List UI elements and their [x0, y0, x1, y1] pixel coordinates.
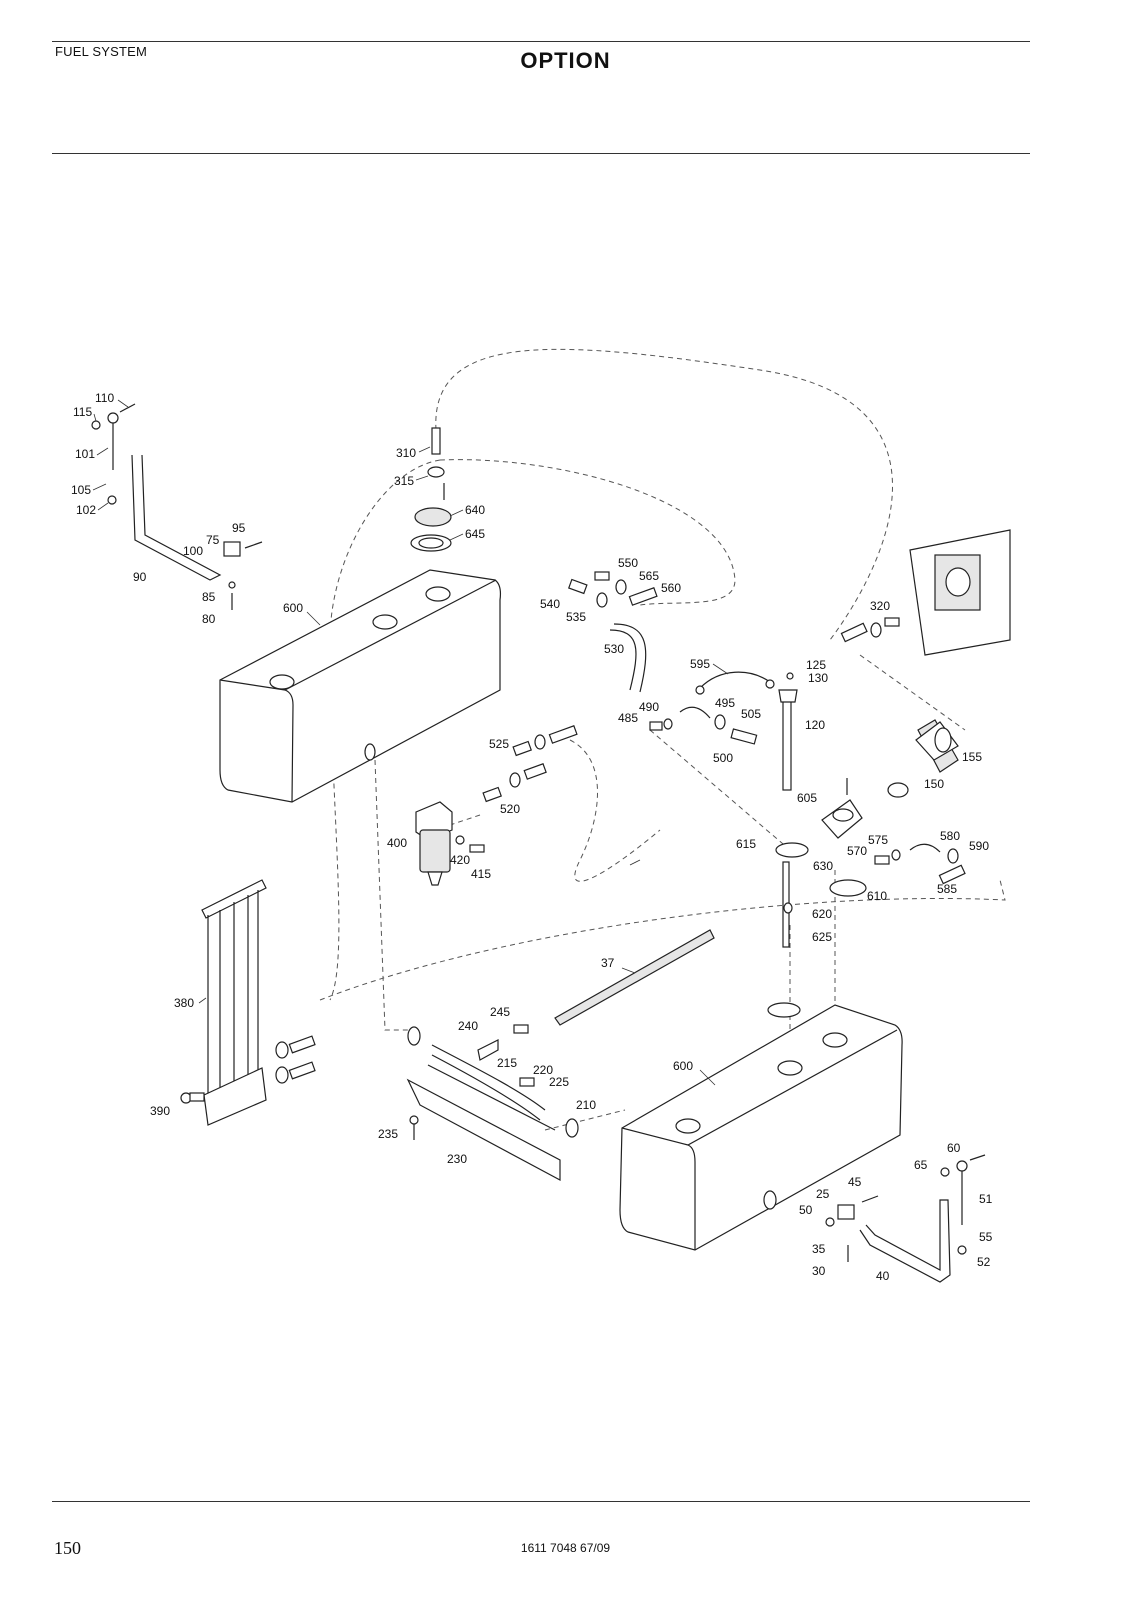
callout: 235 [378, 1127, 398, 1141]
callout: 245 [490, 1005, 510, 1019]
callout: 540 [540, 597, 560, 611]
callout: 75 [206, 533, 220, 547]
routing-dashed-lines [319, 348, 1006, 1131]
callout: 505 [741, 707, 761, 721]
callout: 615 [736, 837, 756, 851]
callout: 130 [808, 671, 828, 685]
callout: 415 [471, 867, 491, 881]
callout: 225 [549, 1075, 569, 1089]
callout: 240 [458, 1019, 478, 1033]
callout: 490 [639, 700, 659, 714]
callout: 210 [576, 1098, 596, 1112]
filler-neck-parts [410, 427, 452, 552]
callout: 150 [924, 777, 944, 791]
heat-shield-strip [554, 929, 715, 1026]
page-title: OPTION [520, 48, 611, 73]
callout: 605 [797, 791, 817, 805]
callout: 80 [202, 612, 216, 626]
callout: 595 [690, 657, 710, 671]
callout: 115 [73, 405, 92, 419]
callout: 585 [937, 882, 957, 896]
fuel-filter [415, 801, 485, 886]
callout: 495 [715, 696, 735, 710]
callout: 45 [848, 1175, 862, 1189]
callout: 485 [618, 711, 638, 725]
callout: 400 [387, 836, 407, 850]
callout: 25 [816, 1187, 830, 1201]
callout: 51 [979, 1192, 993, 1206]
callout: 37 [601, 956, 615, 970]
callout: 120 [805, 718, 825, 732]
header-bottom-rule [52, 153, 1030, 154]
callout: 52 [977, 1255, 991, 1269]
callout-labels: 110 115 101 105 102 75 95 100 90 85 80 3… [71, 391, 993, 1283]
callout: 380 [174, 996, 194, 1010]
callout: 105 [71, 483, 91, 497]
callout: 610 [867, 889, 887, 903]
callout: 110 [95, 391, 114, 405]
callout: 520 [500, 802, 520, 816]
callout: 60 [947, 1141, 961, 1155]
callout: 570 [847, 844, 867, 858]
return-hose-and-frame [406, 1024, 579, 1182]
callout: 580 [940, 829, 960, 843]
mounting-strap-upper [91, 403, 263, 610]
callout: 575 [868, 833, 888, 847]
callout: 215 [497, 1056, 517, 1070]
hoses-and-fittings [482, 571, 966, 885]
callout: 310 [396, 446, 416, 460]
callout: 65 [914, 1158, 928, 1172]
callout: 55 [979, 1230, 993, 1244]
footer-rule [52, 1501, 1030, 1502]
mounting-strap-lower [825, 1154, 986, 1283]
callout: 50 [799, 1203, 813, 1217]
callout: 125 [806, 658, 826, 672]
page-number: 150 [54, 1538, 81, 1558]
callout: 600 [673, 1059, 693, 1073]
callout: 100 [183, 544, 203, 558]
callout-leader-lines [92, 399, 729, 1086]
fuel-tank-upper [219, 569, 502, 803]
section-title: FUEL SYSTEM [55, 44, 148, 59]
callout: 625 [812, 930, 832, 944]
callout: 220 [533, 1063, 553, 1077]
callout: 530 [604, 642, 624, 656]
callout: 645 [465, 527, 485, 541]
callout: 620 [812, 907, 832, 921]
chassis-frame-detail [909, 529, 1011, 656]
callout: 85 [202, 590, 216, 604]
callout: 525 [489, 737, 509, 751]
callout: 320 [870, 599, 890, 613]
callout: 590 [969, 839, 989, 853]
callout: 95 [232, 521, 246, 535]
callout: 560 [661, 581, 681, 595]
header-top-rule [52, 41, 1030, 42]
callout: 102 [76, 503, 96, 517]
fuel-tank-lower [619, 1004, 903, 1251]
filter-bracket [180, 879, 316, 1126]
callout: 35 [812, 1242, 826, 1256]
callout: 630 [813, 859, 833, 873]
callout: 90 [133, 570, 147, 584]
fuel-level-sensor [775, 672, 809, 948]
callout: 315 [394, 474, 414, 488]
callout: 550 [618, 556, 638, 570]
callout: 500 [713, 751, 733, 765]
callout: 40 [876, 1269, 890, 1283]
callout: 30 [812, 1264, 826, 1278]
callout: 420 [450, 853, 470, 867]
callout: 535 [566, 610, 586, 624]
callout: 640 [465, 503, 485, 517]
callout: 101 [75, 447, 95, 461]
document-code: 1611 7048 67/09 [520, 1541, 611, 1555]
callout: 565 [639, 569, 659, 583]
suction-pipe-assembly [767, 719, 959, 1018]
callout: 390 [150, 1104, 170, 1118]
callout: 600 [283, 601, 303, 615]
callout: 230 [447, 1152, 467, 1166]
callout: 155 [962, 750, 982, 764]
